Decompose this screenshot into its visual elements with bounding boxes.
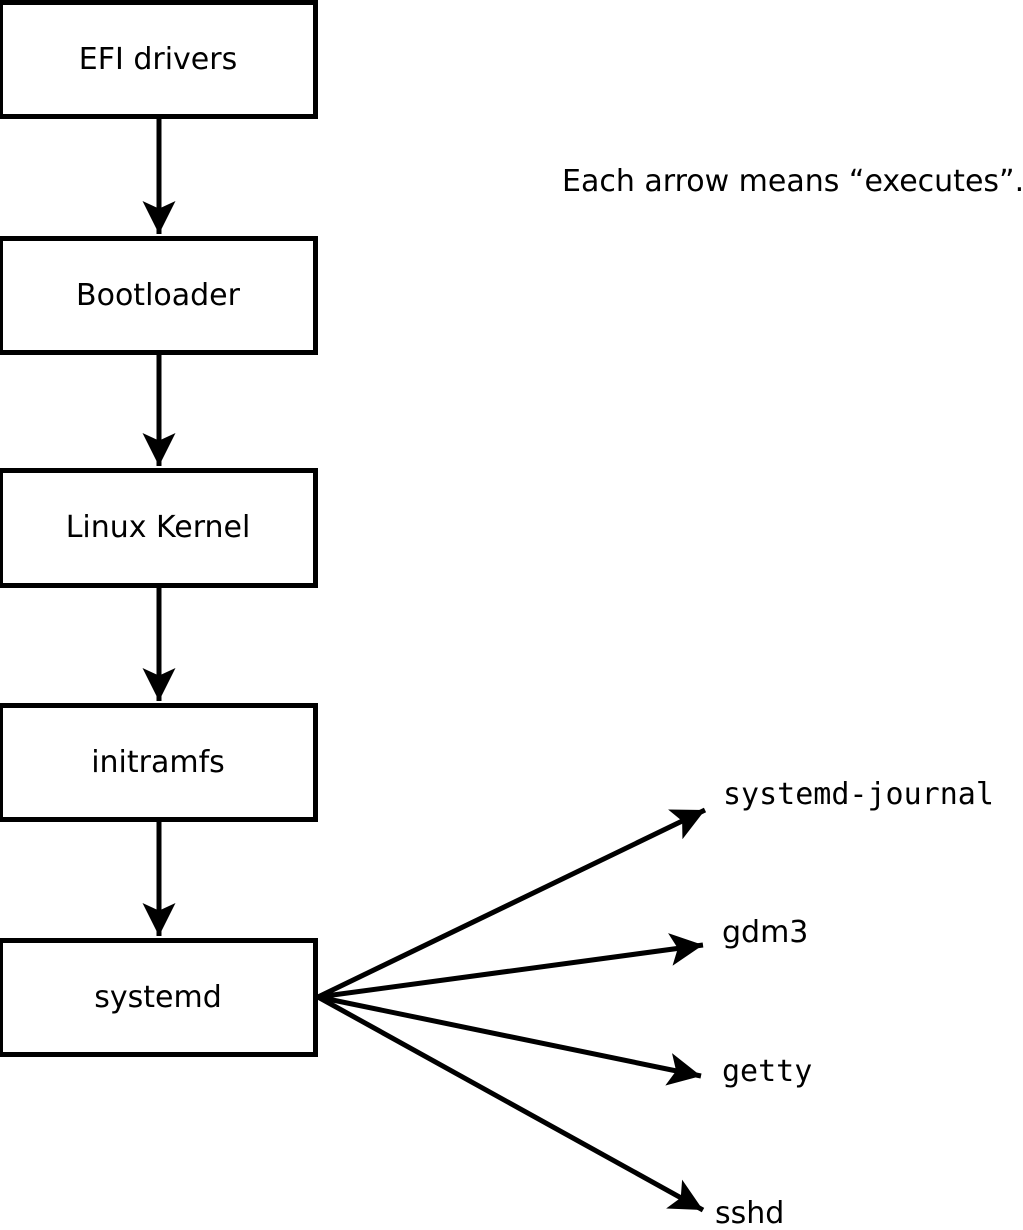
arrow-systemd-to-sshd	[316, 994, 705, 1213]
arrow-systemd-to-systemd-journal	[316, 807, 707, 1000]
process-label-sshd: sshd	[715, 1196, 785, 1230]
node-linux-kernel: Linux Kernel	[0, 468, 318, 588]
node-bootloader-label: Bootloader	[76, 277, 240, 313]
arrow-systemd-to-gdm3	[317, 933, 704, 1000]
process-label-gdm3: gdm3	[722, 915, 809, 950]
node-efi-drivers-label: EFI drivers	[78, 41, 238, 77]
diagram-caption: Each arrow means “executes”.	[562, 164, 1023, 199]
node-initramfs-label: initramfs	[91, 744, 225, 780]
process-label-systemd-journal: systemd-journal	[723, 777, 994, 812]
process-label-getty: getty	[722, 1054, 813, 1089]
node-bootloader: Bootloader	[0, 236, 318, 355]
node-systemd: systemd	[0, 938, 318, 1057]
node-efi-drivers: EFI drivers	[0, 0, 318, 119]
node-systemd-label: systemd	[94, 979, 222, 1015]
node-linux-kernel-label: Linux Kernel	[65, 510, 251, 545]
node-initramfs: initramfs	[0, 703, 318, 822]
arrow-systemd-to-getty	[317, 994, 702, 1086]
